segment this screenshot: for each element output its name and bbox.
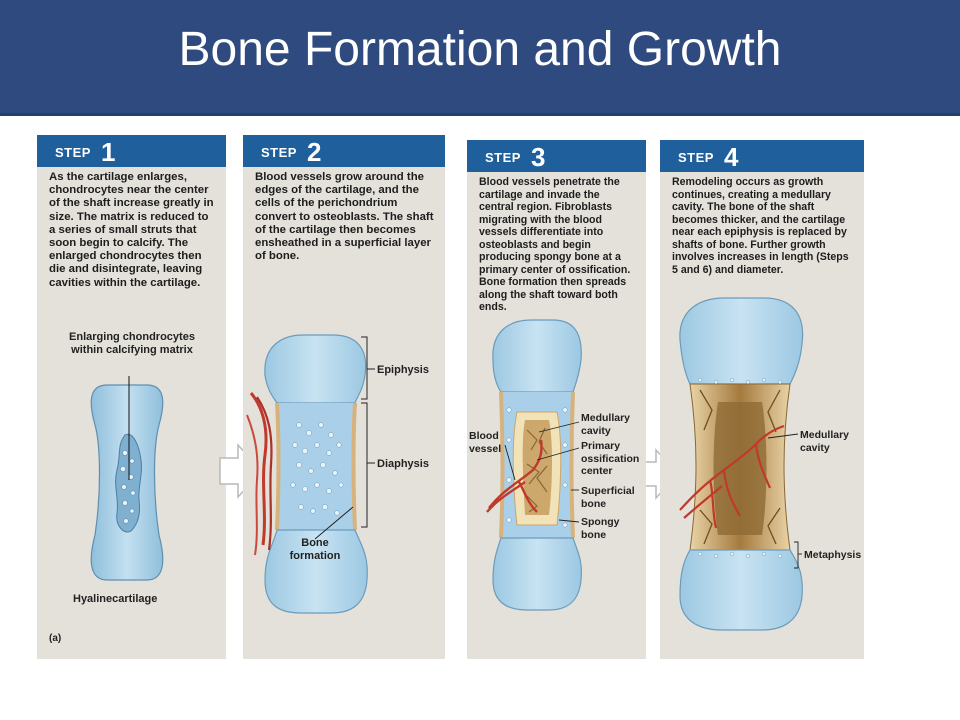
step-2-description: Blood vessels grow around the edges of t… — [255, 171, 434, 263]
title-bar — [0, 0, 960, 116]
metaphysis-bracket — [794, 541, 799, 569]
label-epiphysis: Epiphysis — [377, 364, 429, 376]
label-medullary-cavity: Medullary cavity — [581, 412, 631, 437]
step-1-number: 1 — [101, 137, 116, 167]
blood-vessel-3 — [246, 414, 259, 556]
label-figure-a: (a) — [49, 633, 62, 644]
label-hyaline-cartilage: Hyalinecartilage — [73, 593, 158, 605]
invading-blood-vessel — [486, 439, 543, 513]
step-2-header: STEP 2 — [243, 135, 445, 167]
step-3-description: Blood vessels penetrate the cartilage an… — [479, 176, 631, 313]
label-superficial-bone: Superficial bone — [581, 485, 635, 510]
label-blood-vessel: Blood vessel — [469, 430, 502, 455]
step-4-illustration — [679, 297, 804, 631]
step-1-panel: STEP 1 As the cartilage enlarges, chondr… — [37, 135, 226, 659]
bone-formation-pointer — [314, 506, 354, 540]
primary-center-pointer — [536, 447, 580, 461]
blood-vessel-pointer — [504, 444, 516, 481]
diaphysis — [277, 403, 355, 530]
step-4-description: Remodeling occurs as growth continues, c… — [672, 176, 849, 276]
step-3-illustration — [486, 319, 582, 611]
upper-epiphysis — [492, 319, 582, 393]
medullary-pointer — [767, 433, 799, 439]
lower-epiphysis — [679, 549, 803, 631]
step-2-panel: STEP 2 Blood vessels grow around the edg… — [243, 135, 445, 659]
step-4-header: STEP 4 — [660, 140, 864, 172]
step-1-illustration — [90, 376, 164, 581]
step-2-illustration — [246, 334, 375, 614]
superficial-bone-collar — [275, 402, 357, 531]
medullary-pointer — [538, 421, 580, 433]
spongy-pointer — [558, 519, 580, 523]
step-4-panel: STEP 4 Remodeling occurs as growth conti… — [660, 140, 864, 659]
upper-epiphysis — [264, 334, 367, 404]
medullary-cavity — [522, 420, 552, 515]
label-spongy-bone: Spongy bone — [581, 516, 620, 541]
step-3-number: 3 — [531, 142, 546, 172]
step-4-number: 4 — [724, 142, 739, 172]
upper-epiphysis — [679, 297, 804, 385]
lower-epiphysis — [492, 537, 582, 611]
label-enlarging-chondrocytes: Enlarging chondrocytes within calcifying… — [69, 331, 195, 356]
step-1-description: As the cartilage enlarges, chondrocytes … — [49, 171, 214, 289]
label-primary-ossification: Primary ossification center — [581, 440, 640, 477]
epiphysis-bracket — [361, 336, 368, 400]
branching-blood-vessels — [679, 424, 785, 529]
label-metaphysis: Metaphysis — [804, 549, 862, 561]
step-2-number: 2 — [307, 137, 322, 167]
step-3-panel: STEP 3 Blood vessels penetrate the carti… — [467, 140, 646, 659]
label-diaphysis: Diaphysis — [377, 458, 429, 470]
label-bone-formation: Bone formation — [289, 537, 341, 562]
diaphysis-bracket — [361, 402, 368, 528]
blood-vessel-1 — [249, 392, 268, 546]
calcifying-center — [115, 433, 142, 533]
blood-vessel-2 — [256, 396, 273, 551]
step-2-word: STEP — [261, 145, 297, 160]
step-1-word: STEP — [55, 145, 91, 160]
medullary-cavity — [713, 402, 767, 535]
step-4-word: STEP — [678, 150, 714, 165]
label-medullary-cavity-4: Medullary cavity — [800, 429, 850, 454]
step-3-word: STEP — [485, 150, 521, 165]
slide-title: Bone Formation and Growth — [178, 23, 782, 76]
lower-epiphysis — [264, 529, 368, 614]
step-3-header: STEP 3 — [467, 140, 646, 172]
step-1-header: STEP 1 — [37, 135, 226, 167]
